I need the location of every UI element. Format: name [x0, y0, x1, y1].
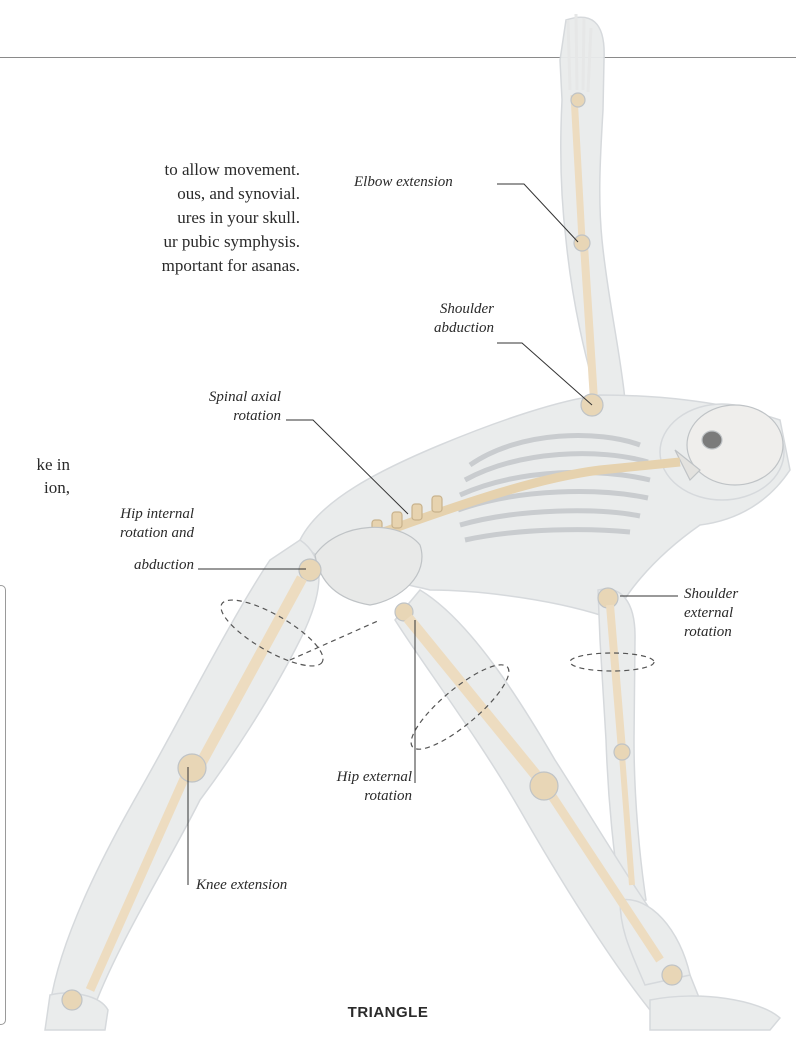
label-hip-internal-line3: abduction [70, 556, 194, 575]
label-shoulder-abduction-line2: abduction [410, 319, 494, 338]
label-spinal-axial-rotation-line2: rotation [170, 407, 281, 426]
label-shoulder-abduction-line1: Shoulder [410, 300, 494, 319]
figure-caption: TRIANGLE [318, 1004, 458, 1021]
label-hip-external-line2: rotation [282, 787, 412, 806]
label-shoulder-external-line2: external [684, 604, 733, 623]
label-elbow-extension: Elbow extension [354, 173, 453, 192]
label-spinal-axial-rotation-line1: Spinal axial [170, 388, 281, 407]
label-hip-internal-line2: rotation and [70, 524, 194, 543]
label-hip-external-line1: Hip external [282, 768, 412, 787]
label-shoulder-external-line3: rotation [684, 623, 732, 642]
label-hip-internal-line1: Hip internal [70, 505, 194, 524]
label-knee-extension: Knee extension [196, 876, 287, 895]
label-shoulder-external-line1: Shoulder [684, 585, 738, 604]
